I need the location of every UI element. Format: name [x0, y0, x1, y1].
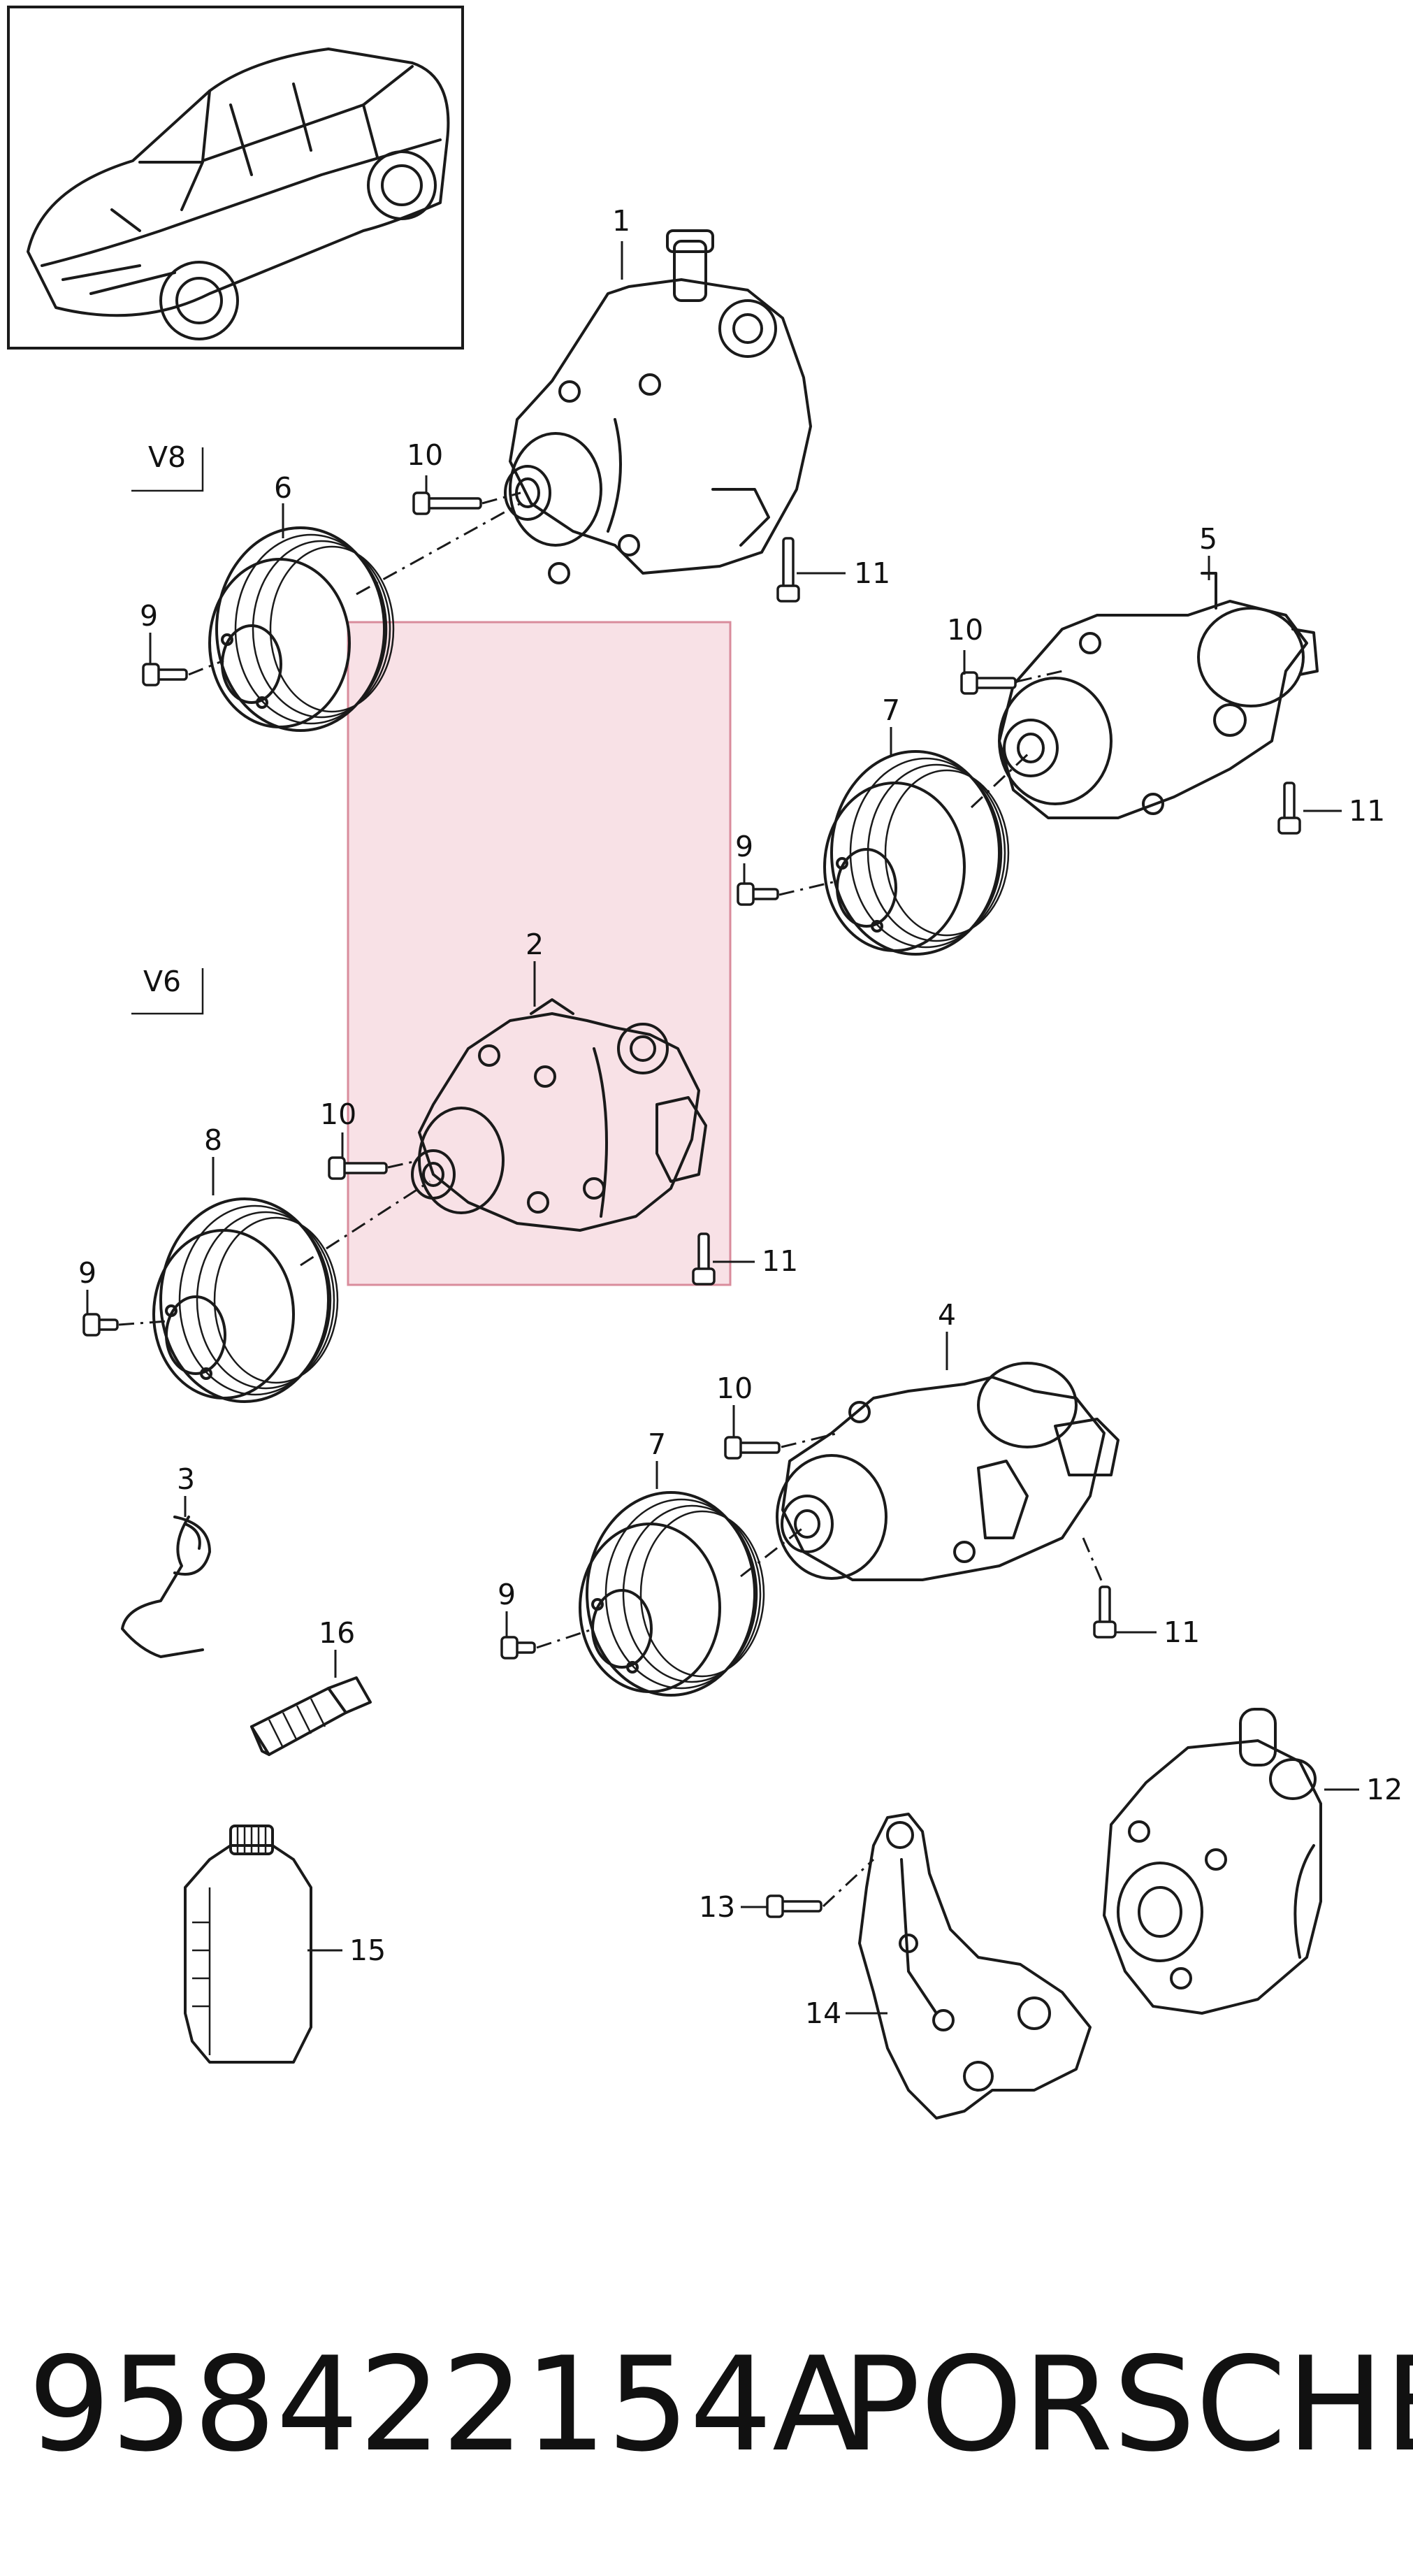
callout-6: 6 — [274, 471, 292, 505]
part-4-pump — [776, 1362, 1119, 1581]
callout-16: 16 — [319, 1616, 355, 1650]
callout-2: 2 — [526, 928, 544, 961]
callout-10c: 10 — [320, 1098, 356, 1131]
callout-14: 14 — [805, 1996, 841, 2030]
bolts — [82, 491, 1301, 1918]
part-7-pulley-lower — [579, 1491, 765, 1697]
callout-11b: 11 — [1349, 794, 1385, 828]
callout-9b: 9 — [735, 830, 753, 863]
footer: 958422154A PORSCHE — [28, 2317, 1413, 2492]
bolt-9-v8 — [142, 663, 188, 686]
part-12-pump — [1103, 1708, 1322, 2015]
bolt-11-v8 — [776, 537, 800, 603]
callout-11c: 11 — [762, 1244, 798, 1278]
engine-label-v6: V6 — [131, 965, 204, 1015]
bolt-11-v6 — [692, 1232, 716, 1286]
part-15-bottle — [184, 1825, 312, 2064]
svg-text:V8: V8 — [148, 440, 186, 474]
callout-7a: 7 — [882, 693, 900, 727]
part-16-shaft — [250, 1676, 372, 1756]
callout-7b: 7 — [648, 1427, 666, 1461]
part-1-pump-v8 — [504, 229, 812, 584]
callout-11d: 11 — [1164, 1616, 1200, 1649]
part-3-hose — [121, 1516, 211, 1658]
callout-5: 5 — [1199, 522, 1217, 556]
bolt-10-pump5 — [960, 671, 1017, 695]
callout-9d: 9 — [498, 1578, 516, 1611]
part-8-pulley — [152, 1197, 339, 1403]
callout-1: 1 — [612, 204, 630, 238]
callout-12: 12 — [1366, 1773, 1403, 1806]
callout-4: 4 — [938, 1298, 956, 1332]
axis-lines — [118, 491, 1106, 1908]
engine-label-v8: V8 — [131, 440, 204, 492]
callout-10b: 10 — [947, 613, 983, 647]
bolt-13 — [766, 1894, 823, 1918]
callout-13: 13 — [699, 1890, 735, 1924]
callout-10a: 10 — [407, 438, 443, 472]
callout-10d: 10 — [716, 1372, 753, 1405]
callout-15: 15 — [349, 1934, 386, 1967]
callout-9c: 9 — [78, 1256, 96, 1290]
part-6-pulley — [208, 526, 395, 732]
callout-3: 3 — [177, 1462, 195, 1496]
part-5-pump — [998, 572, 1319, 819]
callout-11a: 11 — [854, 556, 890, 590]
part-14-bracket — [858, 1813, 1092, 2120]
bolt-9-pulley7 — [737, 882, 779, 906]
bolt-10-v6 — [328, 1156, 388, 1180]
bolt-11-pump5 — [1277, 782, 1301, 835]
bolt-10-pump4 — [724, 1436, 781, 1460]
bolt-11-pump4 — [1093, 1585, 1117, 1639]
part-number: 958422154A — [28, 2329, 862, 2480]
brand-name: PORSCHE — [842, 2329, 1413, 2480]
part-7-pulley-upper — [823, 750, 1010, 956]
bolt-9-pulley7-lower — [500, 1636, 536, 1660]
part-2-pump-v6 — [411, 998, 707, 1232]
vehicle-thumbnail — [7, 6, 464, 350]
bolt-9-v6 — [82, 1313, 119, 1337]
callout-9a: 9 — [140, 599, 158, 633]
bolt-10-v8 — [412, 491, 482, 515]
callout-8: 8 — [204, 1123, 222, 1157]
svg-text:V6: V6 — [143, 965, 181, 998]
leader-lines — [86, 241, 1359, 2015]
